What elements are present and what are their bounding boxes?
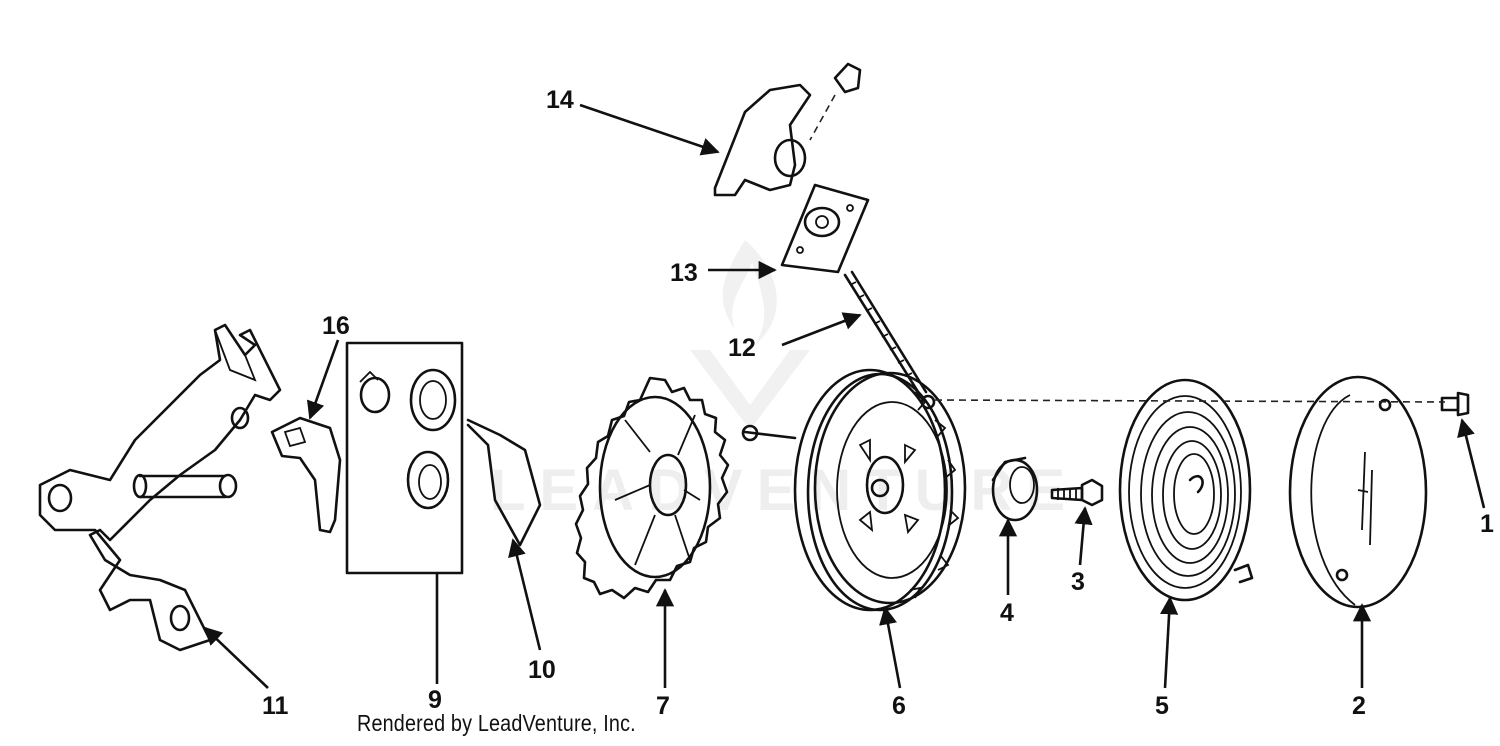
callout-16: 16 [322,312,350,340]
callout-1: 1 [1480,510,1494,538]
callout-13: 13 [670,259,698,287]
callout-4: 4 [1000,599,1014,627]
callout-9: 9 [428,686,442,714]
callout-6: 6 [892,692,906,720]
callout-11: 11 [262,692,289,720]
callout-2: 2 [1352,692,1366,720]
part-10-wire-spring [466,418,542,547]
callout-5: 5 [1155,692,1169,720]
callout-10: 10 [528,656,556,684]
callout-labels: 1 2 3 4 5 6 7 9 10 11 12 13 14 16 [262,86,1494,720]
callout-7: 7 [656,692,670,720]
part-1-screw [1440,391,1470,417]
credit-line: Rendered by LeadVenture, Inc. [357,710,636,736]
part-5-spring [1118,378,1254,602]
part-9-seal-sheet [345,341,464,575]
leader-lines [203,103,1486,689]
part-16-pawl [270,416,342,534]
watermark-text: LEADVENTURE [490,458,1079,523]
callout-3: 3 [1071,568,1085,596]
part-7-gear [574,376,730,600]
part-3-screw [1050,478,1104,507]
callout-12: 12 [728,334,756,362]
part-2-cover [1288,375,1428,609]
part-14-handle [713,62,862,197]
callout-14: 14 [546,86,574,114]
part-13-guide-plate [780,183,870,274]
part-12-rope [843,270,928,397]
alignment-line [934,399,1446,403]
part-11-bracket [38,323,282,652]
part-6-reel [741,368,967,612]
